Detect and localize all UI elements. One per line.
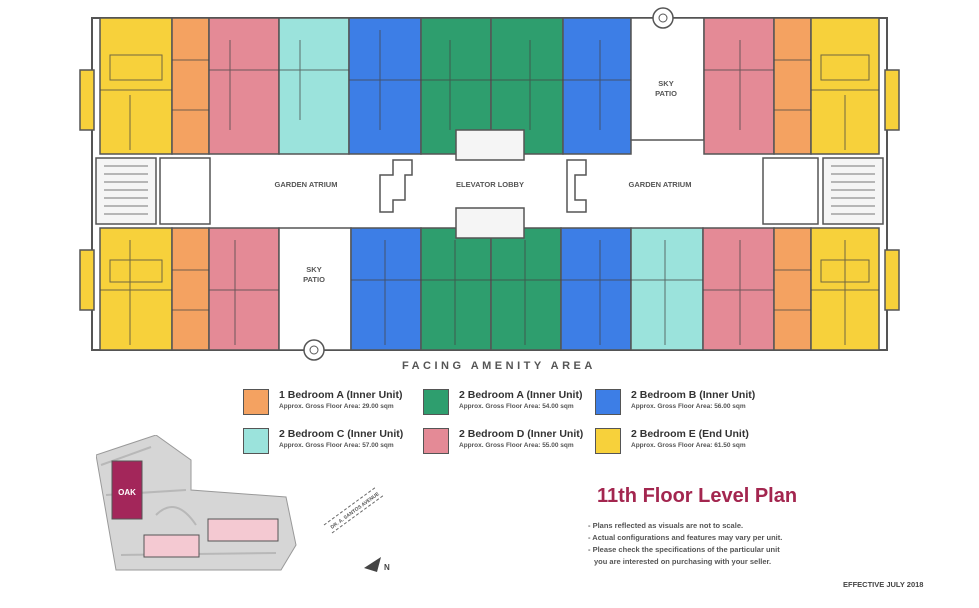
note-item: - Plans reflected as visuals are not to …: [588, 521, 744, 530]
legend-item-1br-a: 1 Bedroom A (Inner Unit) Approx. Gross F…: [243, 389, 402, 415]
unit-2br-d[interactable]: [208, 17, 280, 155]
legend-area: Approx. Gross Floor Area: 57.00 sqm: [279, 442, 394, 449]
balcony-right-top: [884, 69, 900, 131]
unit-1br-a[interactable]: [171, 17, 210, 155]
stairwell-left: [95, 157, 157, 225]
corridor: [95, 129, 884, 239]
elevator-core-bottom: [455, 207, 525, 239]
rosette-bottom: [303, 339, 325, 361]
neighbor-building-2: [207, 518, 279, 542]
garden-atrium-right-label: GARDEN ATRIUM: [629, 180, 692, 189]
elevator-lobby-label: ELEVATOR LOBBY: [456, 180, 524, 189]
street-label: DR. A. SANTOS AVENUE: [330, 491, 381, 531]
unit-2br-d[interactable]: [208, 227, 280, 351]
oak-building: [111, 460, 143, 520]
balcony-right-bottom: [884, 249, 900, 311]
sky-patio-bottom-label-2: PATIO: [303, 275, 325, 284]
unit-2br-b[interactable]: [348, 17, 422, 155]
site-texture: [100, 446, 277, 556]
sky-patio-bottom-label-1: SKY: [306, 265, 321, 274]
legend-area: Approx. Gross Floor Area: 55.00 sqm: [459, 442, 574, 449]
atrium-shape-left: [379, 159, 413, 213]
street: [323, 486, 385, 534]
legend-area: Approx. Gross Floor Area: 54.00 sqm: [459, 403, 574, 410]
legend-item-2br-e: 2 Bedroom E (End Unit) Approx. Gross Flo…: [595, 428, 749, 454]
facing-amenity-label: FACING AMENITY AREA: [402, 360, 596, 372]
room-partitions: [100, 30, 879, 345]
legend-swatch: [243, 428, 269, 454]
unit-2br-a[interactable]: [420, 227, 492, 351]
legend-area: Approx. Gross Floor Area: 29.00 sqm: [279, 403, 394, 410]
legend-area: Approx. Gross Floor Area: 61.50 sqm: [631, 442, 746, 449]
service-room-left: [159, 157, 211, 225]
effective-date: EFFECTIVE JULY 2018: [843, 580, 924, 589]
key-map: OAK DR. A. SANTOS AVENUE N: [96, 435, 390, 572]
top-unit-row: [99, 17, 880, 155]
stairwell-right: [822, 157, 884, 225]
legend-item-2br-a: 2 Bedroom A (Inner Unit) Approx. Gross F…: [423, 389, 582, 415]
note-item: - Actual configurations and features may…: [588, 533, 783, 542]
legend-area: Approx. Gross Floor Area: 56.00 sqm: [631, 403, 746, 410]
elevator-core-top: [455, 129, 525, 161]
unit-2br-b[interactable]: [560, 227, 632, 351]
legend-item-2br-c: 2 Bedroom C (Inner Unit) Approx. Gross F…: [243, 428, 403, 454]
note-item: - Please check the specifications of the…: [588, 545, 780, 554]
sky-patio-bottom: [278, 227, 352, 351]
legend-swatch: [595, 389, 621, 415]
unit-2br-d[interactable]: [703, 17, 775, 155]
legend-item-2br-d: 2 Bedroom D (Inner Unit) Approx. Gross F…: [423, 428, 583, 454]
legend-name: 1 Bedroom A (Inner Unit): [279, 389, 403, 401]
legend-swatch: [243, 389, 269, 415]
north-arrow-icon: [364, 557, 381, 572]
north-label: N: [384, 563, 390, 572]
legend-swatch: [595, 428, 621, 454]
neighbor-building-1: [143, 534, 200, 558]
unit-2br-c[interactable]: [630, 227, 704, 351]
oak-building-label: OAK: [118, 488, 136, 497]
sky-patio-top-label-2: PATIO: [655, 89, 677, 98]
floor-title: 11th Floor Level Plan: [597, 485, 798, 507]
legend-swatch: [423, 389, 449, 415]
legend-name: 2 Bedroom C (Inner Unit): [279, 428, 404, 440]
service-room-right: [762, 157, 819, 225]
unit-1br-a[interactable]: [171, 227, 210, 351]
unit-2br-c[interactable]: [278, 17, 350, 155]
unit-2br-d[interactable]: [702, 227, 775, 351]
unit-1br-a[interactable]: [773, 227, 812, 351]
unit-2br-b[interactable]: [562, 17, 632, 155]
rosette-bottom-inner: [309, 345, 319, 355]
unit-2br-e[interactable]: [99, 227, 173, 351]
unit-1br-a[interactable]: [773, 17, 812, 155]
legend-name: 2 Bedroom D (Inner Unit): [459, 428, 584, 440]
floor-plan: SKY PATIO SKY PATIO GARDEN ATRIUM GARDEN…: [79, 7, 900, 361]
rosette-top: [652, 7, 674, 29]
unit-2br-e[interactable]: [99, 17, 173, 155]
garden-atrium-left-label: GARDEN ATRIUM: [275, 180, 338, 189]
atrium-shape-right: [566, 159, 587, 213]
sky-patio-top-label-1: SKY: [658, 79, 673, 88]
balcony-left-top: [79, 69, 95, 131]
note-item: you are interested on purchasing with yo…: [594, 557, 772, 566]
unit-2br-b[interactable]: [350, 227, 422, 351]
legend-name: 2 Bedroom E (End Unit): [631, 428, 749, 440]
rosette-top-inner: [658, 13, 668, 23]
sky-patio-top: [630, 17, 705, 141]
notes-list: - Plans reflected as visuals are not to …: [588, 520, 782, 568]
legend-item-2br-b: 2 Bedroom B (Inner Unit) Approx. Gross F…: [595, 389, 755, 415]
legend-swatch: [423, 428, 449, 454]
legend-name: 2 Bedroom B (Inner Unit): [631, 389, 756, 401]
bottom-unit-row: [99, 227, 880, 351]
legend-name: 2 Bedroom A (Inner Unit): [459, 389, 583, 401]
unit-2br-a[interactable]: [490, 227, 562, 351]
balcony-left-bottom: [79, 249, 95, 311]
